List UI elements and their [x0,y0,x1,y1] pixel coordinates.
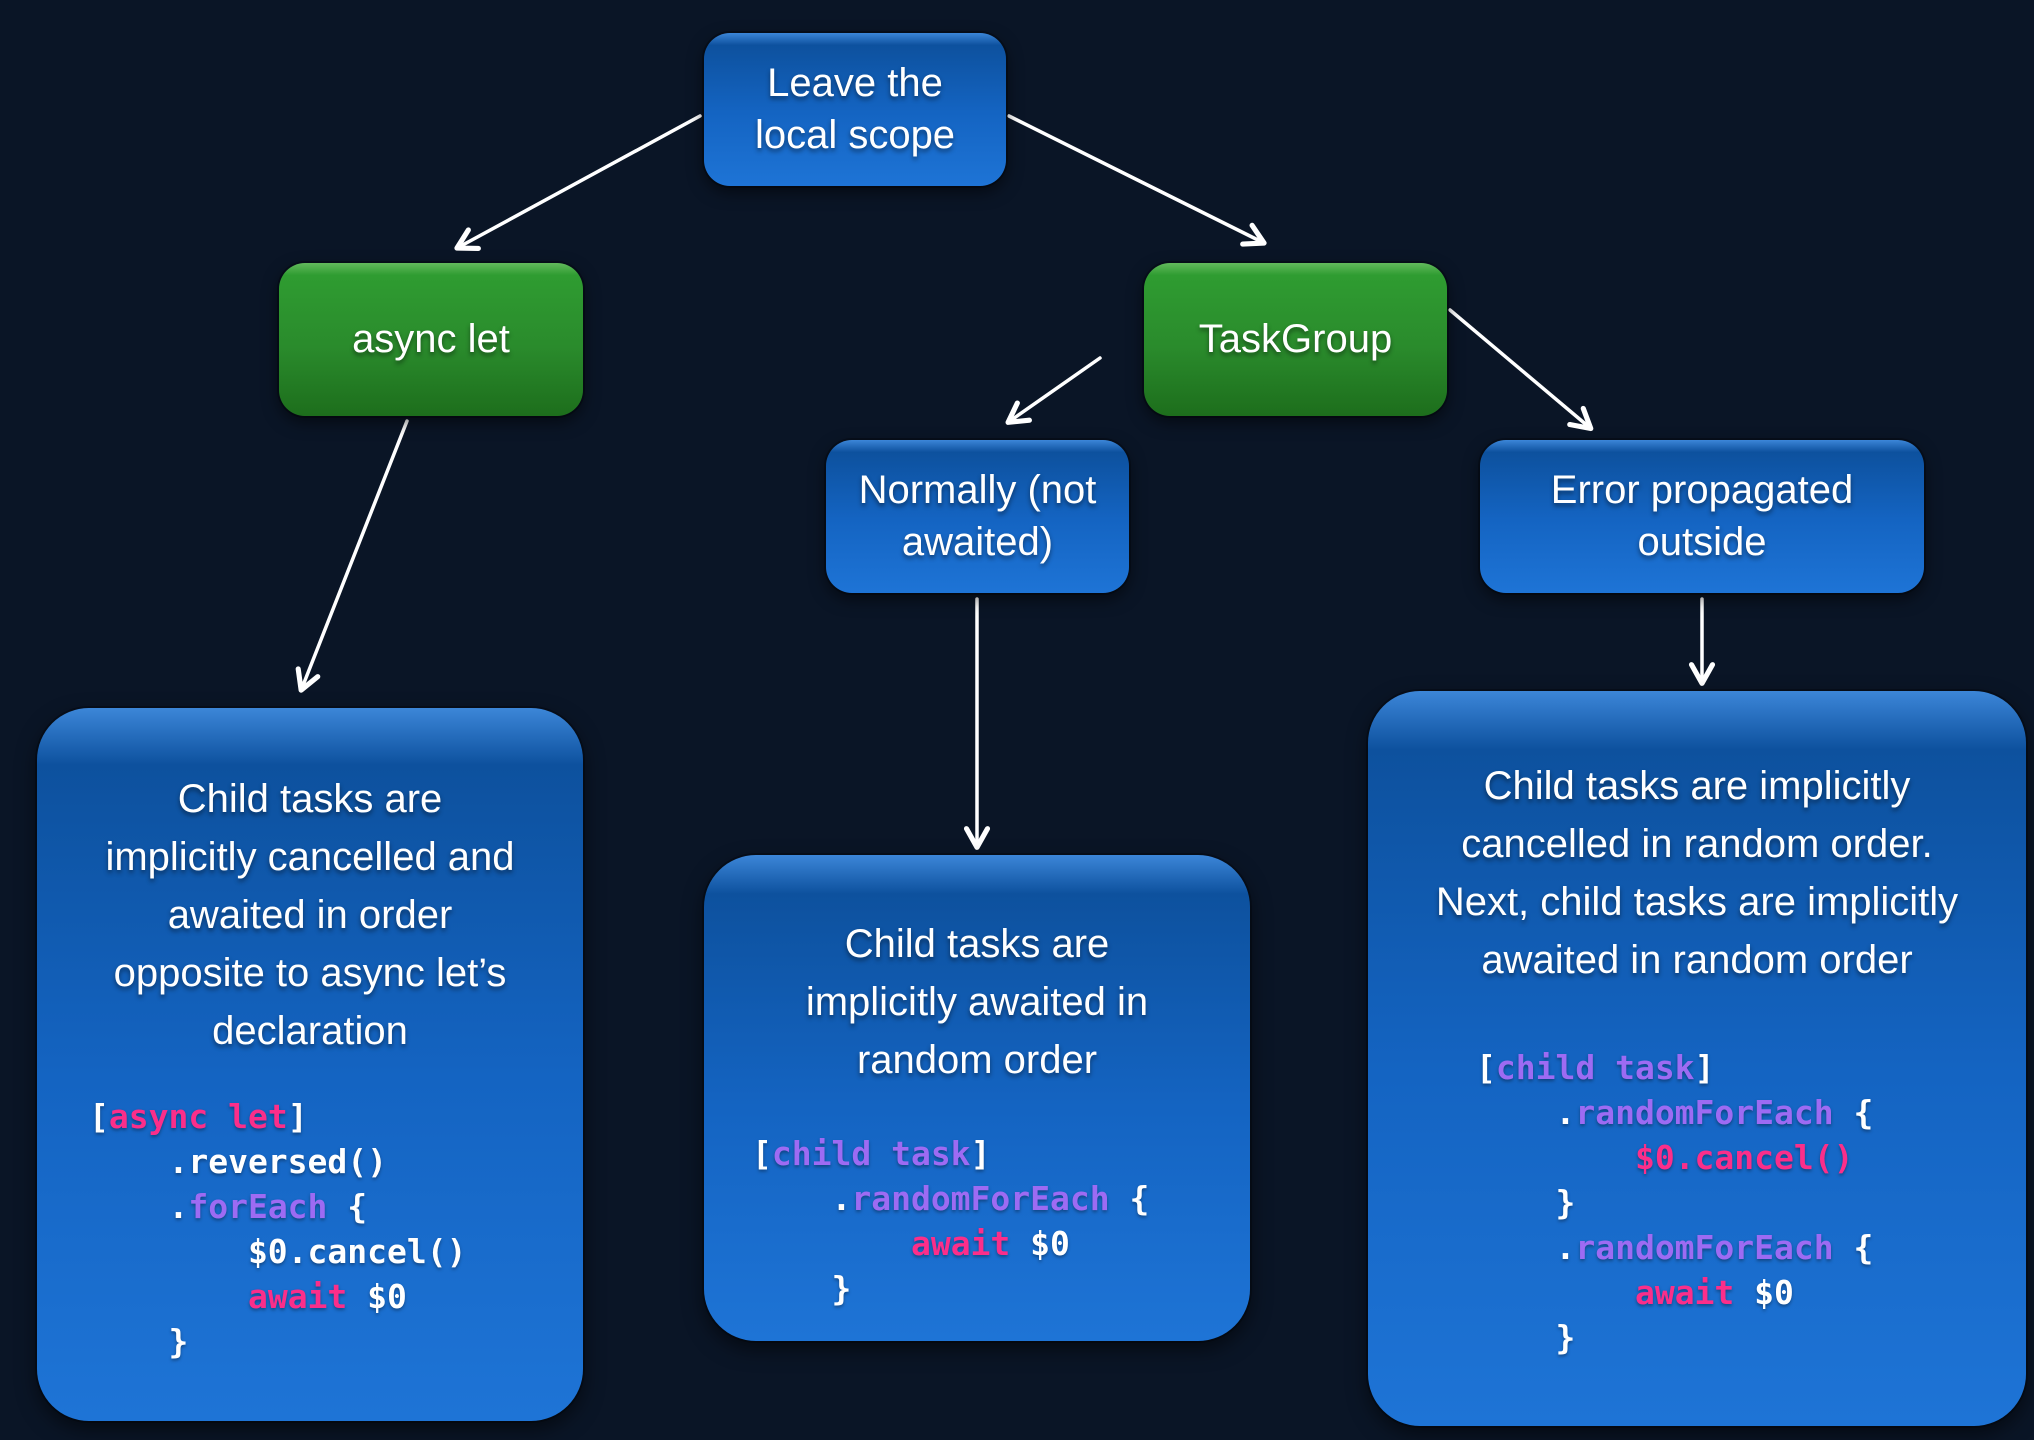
arrow-taskgroup-to-normally [1005,356,1102,425]
code-block-normally: [child task] .randomForEach { await $0 } [752,1134,1150,1308]
arrow-root-to-taskgroup [1007,114,1267,247]
detail-text: Child tasks are implicitly cancelled and… [105,777,515,1053]
node-normally-not-awaited: Normally (not awaited) [826,440,1129,593]
detail-async-let: Child tasks are implicitly cancelled and… [37,708,583,1421]
arrow-async-let-to-detail [295,419,409,693]
arrow-root-to-async-let [454,114,702,251]
detail-text: Child tasks are implicitly awaited in ra… [805,922,1149,1082]
node-taskgroup: TaskGroup [1144,263,1447,416]
node-label: Error propagated outside [1550,468,1854,564]
node-label: async let [352,316,510,361]
detail-error-propagated: Child tasks are implicitly cancelled in … [1368,691,2026,1426]
detail-normally: Child tasks are implicitly awaited in ra… [704,855,1250,1341]
code-block-error: [child task] .randomForEach { $0.cancel(… [1476,1048,1874,1357]
detail-text: Child tasks are implicitly cancelled in … [1435,764,1959,982]
node-error-propagated-outside: Error propagated outside [1480,440,1924,593]
arrow-taskgroup-to-error [1448,308,1594,432]
node-label: Leave the local scope [754,61,956,157]
node-async-let: async let [279,263,583,416]
node-label: TaskGroup [1198,316,1393,361]
node-leave-local-scope: Leave the local scope [704,33,1006,186]
code-block-async-let: [async let] .reversed() .forEach { $0.ca… [89,1097,467,1361]
node-label: Normally (not awaited) [858,468,1097,564]
